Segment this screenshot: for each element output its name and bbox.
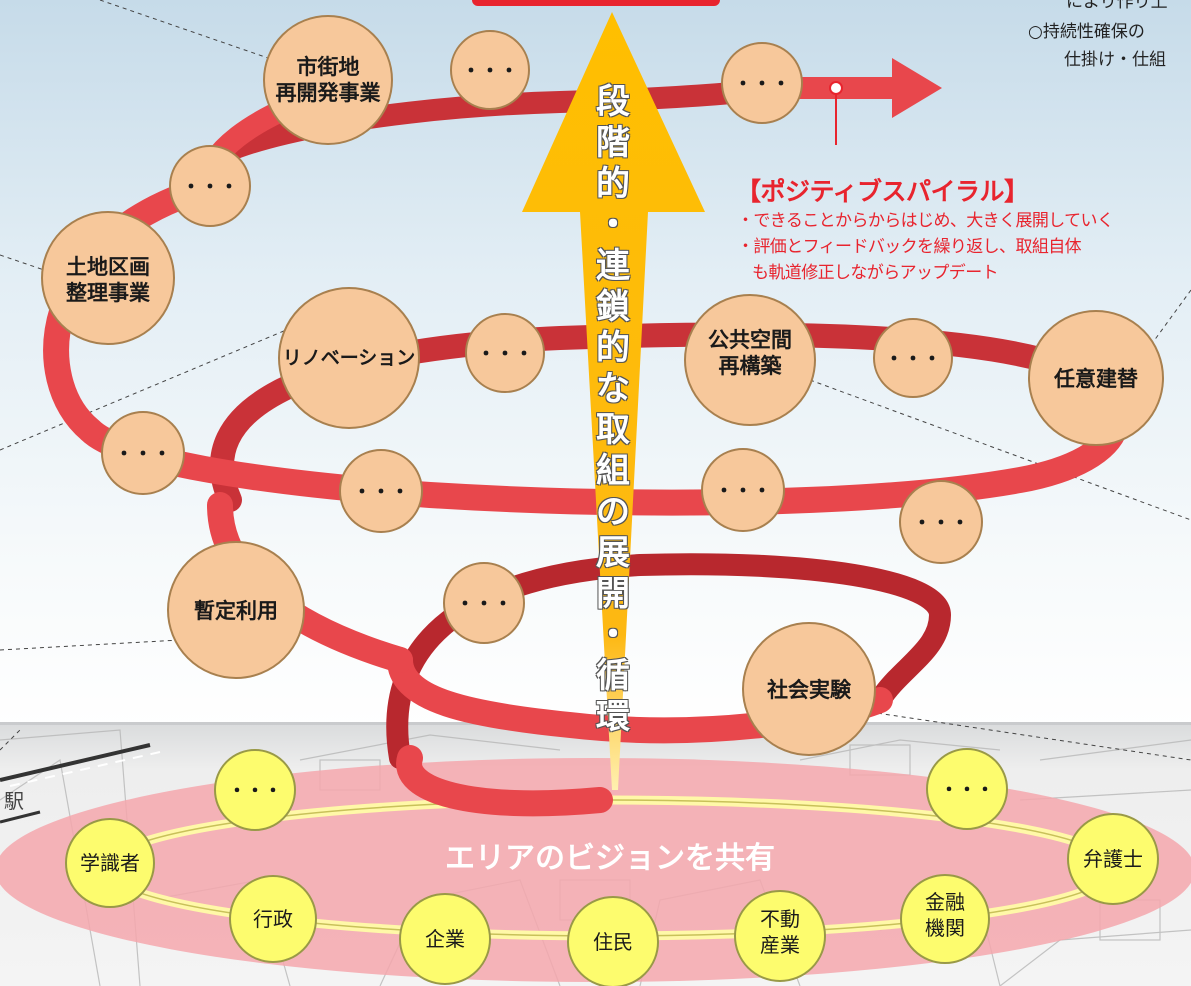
project-circle-zantei: 暫定利用	[167, 541, 305, 679]
project-circle-koukyou: 公共空間 再構築	[684, 294, 816, 426]
svg-text:・・・: ・・・	[940, 780, 994, 801]
ellipsis-circle: ・・・	[169, 145, 251, 227]
positive-spiral-item: ・評価とフィードバックを繰り返し、取組自体	[737, 237, 1082, 257]
arrow-char: 循	[596, 656, 630, 696]
top-red-banner	[472, 0, 720, 6]
label-zantei: 暫定利用	[194, 599, 278, 623]
project-circle-shakai: 社会実験	[742, 622, 876, 756]
label-koukyou-2: 再構築	[719, 354, 783, 378]
stakeholder-jumin: 住民	[567, 896, 659, 986]
svg-text:・・・: ・・・	[884, 348, 941, 370]
arrow-char: 的	[596, 328, 630, 368]
label-bengoshi: 弁護士	[1083, 847, 1143, 871]
label-tochi-2: 整理事業	[66, 281, 151, 305]
label-kinyu-2: 機関	[925, 916, 965, 940]
label-shigaichi-2: 再開発事業	[276, 81, 382, 105]
label-fudousan-1: 不動	[760, 907, 800, 931]
svg-text:・・・: ・・・	[912, 512, 969, 534]
svg-text:・・・: ・・・	[476, 343, 533, 365]
svg-text:・・・: ・・・	[461, 60, 518, 82]
svg-text:・・・: ・・・	[455, 593, 512, 615]
label-fudousan-2: 産業	[760, 933, 800, 957]
arrow-char: 的	[596, 164, 630, 204]
arrow-char: 階	[596, 123, 630, 163]
spiral-marker	[829, 81, 843, 95]
svg-text:・・・: ・・・	[114, 443, 171, 465]
arrow-char: 組	[596, 451, 630, 491]
label-gyousei: 行政	[253, 907, 293, 931]
positive-spiral-title: 【ポジティブスパイラル】	[736, 177, 1029, 206]
vision-label: エリアのビジョンを共有	[445, 841, 775, 876]
project-circle-renovation: リノベーション	[278, 287, 420, 429]
note-line: により作り上	[1066, 0, 1168, 12]
stakeholder-kigyou: 企業	[399, 893, 491, 985]
ellipsis-circles: ・・・ ・・・ ・・・ ・・・ ・・・ ・・・ ・・・ ・・・ ・・・ ・・・	[101, 30, 983, 644]
arrow-char: の	[596, 492, 630, 532]
svg-text:・・・: ・・・	[733, 73, 790, 95]
label-gakushiki: 学識者	[80, 851, 140, 875]
svg-text:・・・: ・・・	[181, 176, 238, 198]
arrow-char: 連	[596, 246, 630, 286]
label-kinyu-1: 金融	[925, 890, 965, 914]
stakeholder-bengoshi: 弁護士	[1067, 813, 1159, 905]
note-line: ○持続性確保の	[1028, 22, 1145, 42]
arrow-char: 鎖	[596, 287, 630, 327]
svg-text:・・・: ・・・	[714, 480, 771, 502]
project-circle-shigaichi: 市街地 再開発事業	[263, 15, 393, 145]
ellipsis-circle: ・・・	[873, 318, 953, 398]
spiral-arrowhead	[892, 58, 942, 118]
label-koukyou-1: 公共空間	[708, 328, 792, 352]
positive-spiral-item: も軌道修正しながらアップデート	[752, 263, 999, 283]
ellipsis-circle: ・・・	[450, 30, 530, 110]
positive-spiral-item: ・できることからからはじめ、大きく展開していく	[737, 211, 1114, 231]
ellipsis-circle: ・・・	[899, 480, 983, 564]
arrow-char: ・	[596, 205, 630, 245]
arrow-char: な	[596, 369, 630, 409]
label-tochi-1: 土地区画	[66, 255, 150, 279]
note-line: 仕掛け・仕組	[1064, 50, 1166, 70]
label-shigaichi-1: 市街地	[297, 55, 360, 79]
arrow-char: 段	[596, 82, 630, 122]
label-shakai: 社会実験	[766, 678, 852, 702]
ellipsis-circle: ・・・	[721, 42, 803, 124]
arrow-char: 取	[596, 410, 630, 450]
stakeholder-ellipsis-right: ・・・	[926, 748, 1008, 830]
svg-text:・・・: ・・・	[228, 781, 282, 802]
arrow-char: 開	[596, 574, 630, 614]
arrow-char: 環	[596, 697, 630, 737]
stakeholder-gakushiki: 学識者	[65, 818, 155, 908]
arrow-vertical-text: 段 階 的 ・ 連 鎖 的 な 取 組 の 展 開 ・ 循 環	[590, 82, 636, 738]
project-circle-nini: 任意建替	[1028, 310, 1164, 446]
ellipsis-circle: ・・・	[465, 313, 545, 393]
ellipsis-circle: ・・・	[443, 562, 525, 644]
progression-arrow	[522, 12, 705, 790]
label-nini: 任意建替	[1053, 367, 1138, 391]
stakeholder-gyousei: 行政	[229, 875, 317, 963]
project-circle-tochi: 土地区画 整理事業	[41, 211, 175, 345]
station-label: 駅	[4, 789, 24, 813]
ellipsis-circle: ・・・	[701, 448, 785, 532]
leader-lines	[0, 0, 1191, 761]
arrow-char: ・	[596, 615, 630, 655]
label-renovation: リノベーション	[283, 347, 416, 369]
svg-text:・・・: ・・・	[352, 481, 409, 503]
ellipsis-circle: ・・・	[101, 411, 185, 495]
label-kigyou: 企業	[425, 927, 465, 951]
arrow-char: 展	[596, 533, 630, 573]
label-jumin: 住民	[593, 930, 633, 954]
railway	[0, 743, 161, 824]
stakeholder-ellipsis-left: ・・・	[214, 749, 296, 831]
ellipsis-circle: ・・・	[339, 449, 423, 533]
